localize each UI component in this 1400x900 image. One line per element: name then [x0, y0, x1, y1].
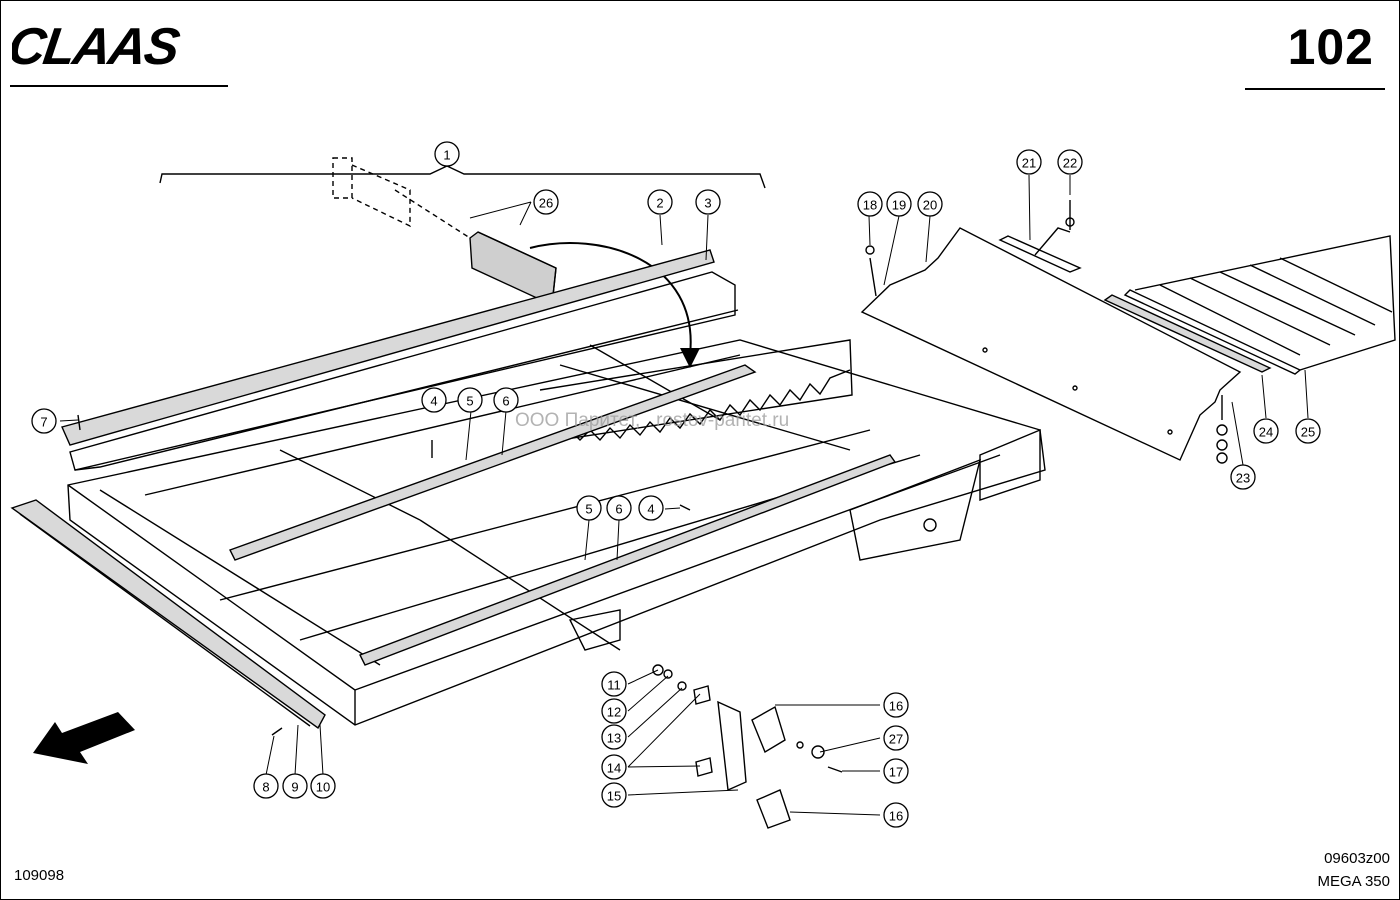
svg-text:CLAAS: CLAAS: [12, 20, 183, 70]
callout-19: 19: [886, 191, 912, 217]
fasteners: [77, 200, 1228, 829]
svg-text:19: 19: [892, 198, 906, 213]
callout-4: 4: [421, 387, 447, 413]
callout-1: 1: [434, 141, 460, 167]
travel-direction-arrow: [33, 712, 135, 764]
svg-text:7: 7: [40, 415, 47, 430]
svg-text:10: 10: [316, 780, 330, 795]
comb-plate: [1103, 235, 1396, 375]
callout-6: 6: [493, 387, 519, 413]
callout-6: 6: [606, 495, 632, 521]
callout-21: 21: [1016, 149, 1042, 175]
svg-text:16: 16: [889, 809, 903, 824]
callout-2: 2: [647, 189, 673, 215]
callout-22: 22: [1057, 149, 1083, 175]
callout-5: 5: [576, 495, 602, 521]
callout-9: 9: [282, 773, 308, 799]
callout-15: 15: [601, 782, 627, 808]
drawing-number: 109098: [14, 867, 65, 884]
svg-text:14: 14: [607, 761, 621, 776]
callout-11: 11: [601, 671, 627, 697]
callout-16: 16: [883, 692, 909, 718]
callout-10: 10: [310, 773, 336, 799]
svg-text:6: 6: [502, 394, 509, 409]
callout-23: 23: [1230, 464, 1256, 490]
svg-text:13: 13: [607, 731, 621, 746]
image-code: 09603z00: [1324, 850, 1390, 867]
mounting-bracket: [998, 227, 1082, 273]
svg-text:23: 23: [1236, 471, 1250, 486]
side-seal-strip: [10, 499, 326, 730]
svg-text:22: 22: [1063, 156, 1077, 171]
svg-text:20: 20: [923, 198, 937, 213]
callout-4: 4: [638, 495, 664, 521]
svg-text:26: 26: [539, 196, 553, 211]
cover-plate: [860, 227, 1242, 461]
callout-8: 8: [253, 773, 279, 799]
callout-13: 13: [601, 724, 627, 750]
svg-text:3: 3: [704, 196, 711, 211]
shaker-frame: [67, 339, 1046, 726]
svg-text:4: 4: [647, 502, 654, 517]
sieve-block: [469, 231, 557, 307]
svg-text:11: 11: [607, 678, 621, 693]
svg-text:5: 5: [466, 394, 473, 409]
claas-logo: CLAAS: [12, 20, 183, 70]
svg-text:16: 16: [889, 699, 903, 714]
svg-text:2: 2: [656, 196, 663, 211]
callout-14: 14: [601, 754, 627, 780]
callout-20: 20: [917, 191, 943, 217]
dashed-sieve-outline: [332, 157, 471, 239]
logo-underline: [10, 85, 228, 87]
svg-text:6: 6: [615, 502, 622, 517]
svg-text:18: 18: [863, 198, 877, 213]
callout-3: 3: [695, 189, 721, 215]
callout-7: 7: [31, 408, 57, 434]
svg-text:25: 25: [1301, 425, 1315, 440]
svg-text:17: 17: [889, 765, 903, 780]
svg-text:9: 9: [291, 780, 298, 795]
callout-12: 12: [601, 698, 627, 724]
callout-26: 26: [533, 189, 559, 215]
svg-text:21: 21: [1022, 156, 1036, 171]
svg-text:8: 8: [262, 780, 269, 795]
callout-5: 5: [457, 387, 483, 413]
svg-text:1: 1: [443, 148, 450, 163]
callout-16: 16: [883, 802, 909, 828]
group-bracket: [159, 155, 766, 189]
leader-lines: [59, 174, 1309, 816]
svg-text:4: 4: [430, 394, 437, 409]
page-number-underline: [1245, 88, 1385, 90]
svg-text:24: 24: [1259, 425, 1273, 440]
top-rail: [61, 249, 739, 471]
watermark: ООО Паритет, rostov-paritet.ru: [515, 410, 790, 431]
model-name: MEGA 350: [1317, 873, 1390, 890]
svg-text:5: 5: [585, 502, 592, 517]
svg-text:15: 15: [607, 789, 621, 804]
callout-18: 18: [857, 191, 883, 217]
callout-27: 27: [883, 725, 909, 751]
callout-24: 24: [1253, 418, 1279, 444]
callout-17: 17: [883, 758, 909, 784]
seal-strips: [229, 364, 897, 666]
callout-25: 25: [1295, 418, 1321, 444]
svg-text:27: 27: [889, 732, 903, 747]
svg-text:12: 12: [607, 705, 621, 720]
toothed-strip: [539, 339, 853, 442]
page-number: 102: [1287, 19, 1374, 75]
